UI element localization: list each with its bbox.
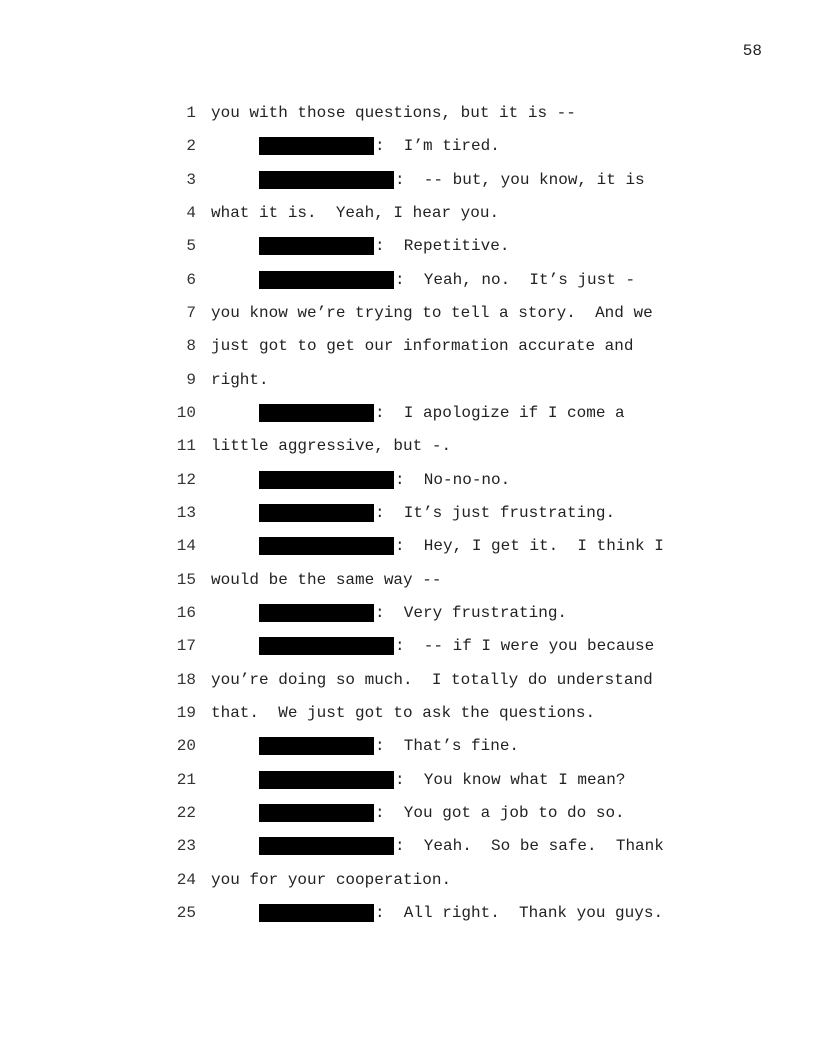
- transcript-line: 15 would be the same way --: [0, 570, 816, 590]
- transcript-line: 11 little aggressive, but -.: [0, 436, 816, 456]
- line-number: 3: [186, 170, 196, 189]
- transcript-line: 23 : Yeah. So be safe. Thank: [0, 836, 816, 856]
- speaker-utterance: : Hey, I get it. I think I: [395, 537, 664, 556]
- line-number: 15: [176, 570, 196, 589]
- continuation-text: you for your cooperation.: [211, 870, 452, 889]
- line-number: 20: [176, 737, 196, 756]
- speaker-utterance: : It’s just frustrating.: [375, 503, 616, 522]
- line-number: 22: [176, 803, 196, 822]
- continuation-text: you know we’re trying to tell a story. A…: [211, 303, 653, 322]
- line-number: 16: [176, 603, 196, 622]
- transcript-line: 21 : You know what I mean?: [0, 770, 816, 790]
- redacted-speaker-name: [259, 137, 374, 156]
- redacted-speaker-name: [259, 603, 374, 622]
- transcript-line: 6 : Yeah, no. It’s just -: [0, 270, 816, 290]
- speaker-utterance: : -- if I were you because: [395, 637, 655, 656]
- line-number: 7: [186, 303, 196, 322]
- transcript-line: 13 : It’s just frustrating.: [0, 503, 816, 523]
- line-number: 10: [176, 403, 196, 422]
- line-number: 23: [176, 837, 196, 856]
- transcript-line: 19 that. We just got to ask the questions…: [0, 703, 816, 723]
- continuation-text: little aggressive, but -.: [211, 437, 452, 456]
- transcript-line: 8 just got to get our information accurat…: [0, 336, 816, 356]
- line-number: 4: [186, 203, 196, 222]
- redacted-speaker-name: [259, 470, 394, 489]
- line-number: 5: [186, 237, 196, 256]
- line-number: 19: [176, 703, 196, 722]
- line-number: 11: [176, 437, 196, 456]
- transcript-line: 22 : You got a job to do so.: [0, 803, 816, 823]
- speaker-utterance: : That’s fine.: [375, 737, 520, 756]
- speaker-utterance: : Yeah. So be safe. Thank: [395, 837, 664, 856]
- line-number: 8: [186, 337, 196, 356]
- transcript-line: 17 : -- if I were you because: [0, 636, 816, 656]
- transcript-line: 16 : Very frustrating.: [0, 603, 816, 623]
- line-number: 14: [176, 537, 196, 556]
- transcript-line: 25 : All right. Thank you guys.: [0, 903, 816, 923]
- redacted-speaker-name: [259, 403, 374, 422]
- redacted-speaker-name: [259, 903, 374, 922]
- redacted-speaker-name: [259, 737, 374, 756]
- line-number: 17: [176, 637, 196, 656]
- speaker-utterance: : Yeah, no. It’s just -: [395, 270, 636, 289]
- line-number: 9: [186, 370, 196, 389]
- transcript-line: 14 : Hey, I get it. I think I: [0, 536, 816, 556]
- transcript-line: 12 : No-no-no.: [0, 470, 816, 490]
- continuation-text: what it is. Yeah, I hear you.: [211, 203, 500, 222]
- transcript-line: 10 : I apologize if I come a: [0, 403, 816, 423]
- continuation-text: you’re doing so much. I totally do under…: [211, 670, 653, 689]
- transcript-line: 7 you know we’re trying to tell a story. …: [0, 303, 816, 323]
- transcript-line: 9 right.: [0, 370, 816, 390]
- redacted-speaker-name: [259, 170, 394, 189]
- redacted-speaker-name: [259, 803, 374, 822]
- continuation-text: would be the same way --: [211, 570, 442, 589]
- redacted-speaker-name: [259, 270, 394, 289]
- line-number: 13: [176, 503, 196, 522]
- transcript-line: 1 you with those questions, but it is --: [0, 103, 816, 123]
- transcript-line: 5 : Repetitive.: [0, 236, 816, 256]
- line-number: 21: [176, 770, 196, 789]
- line-number: 25: [176, 903, 196, 922]
- line-number: 1: [186, 104, 196, 122]
- redacted-speaker-name: [259, 837, 394, 856]
- line-number: 12: [176, 470, 196, 489]
- speaker-utterance: : Very frustrating.: [375, 603, 568, 622]
- speaker-utterance: : I apologize if I come a: [375, 403, 625, 422]
- speaker-utterance: : I’m tired.: [375, 137, 500, 156]
- transcript-line: 4 what it is. Yeah, I hear you.: [0, 203, 816, 223]
- redacted-speaker-name: [259, 770, 394, 789]
- line-number: 6: [186, 270, 196, 289]
- redacted-speaker-name: [259, 503, 374, 522]
- speaker-utterance: : -- but, you know, it is: [395, 170, 645, 189]
- redacted-speaker-name: [259, 537, 394, 556]
- page-number: 58: [742, 42, 762, 60]
- speaker-utterance: : No-no-no.: [395, 470, 511, 489]
- redacted-speaker-name: [259, 637, 394, 656]
- speaker-utterance: : You got a job to do so.: [375, 803, 625, 822]
- transcript-line: 2 : I’m tired.: [0, 136, 816, 156]
- continuation-text: you with those questions, but it is --: [211, 104, 576, 122]
- transcript-line: 20 : That’s fine.: [0, 736, 816, 756]
- redacted-speaker-name: [259, 237, 374, 256]
- transcript-line: 18 you’re doing so much. I totally do und…: [0, 670, 816, 690]
- transcript-line: 24 you for your cooperation.: [0, 870, 816, 890]
- line-number: 24: [176, 870, 196, 889]
- speaker-utterance: : You know what I mean?: [395, 770, 626, 789]
- continuation-text: right.: [211, 370, 269, 389]
- speaker-utterance: : Repetitive.: [375, 237, 510, 256]
- continuation-text: just got to get our information accurate…: [211, 337, 634, 356]
- line-number: 18: [176, 670, 196, 689]
- line-number: 2: [186, 137, 196, 156]
- transcript-line: 3 : -- but, you know, it is: [0, 170, 816, 190]
- continuation-text: that. We just got to ask the questions.: [211, 703, 596, 722]
- speaker-utterance: : All right. Thank you guys.: [375, 903, 664, 922]
